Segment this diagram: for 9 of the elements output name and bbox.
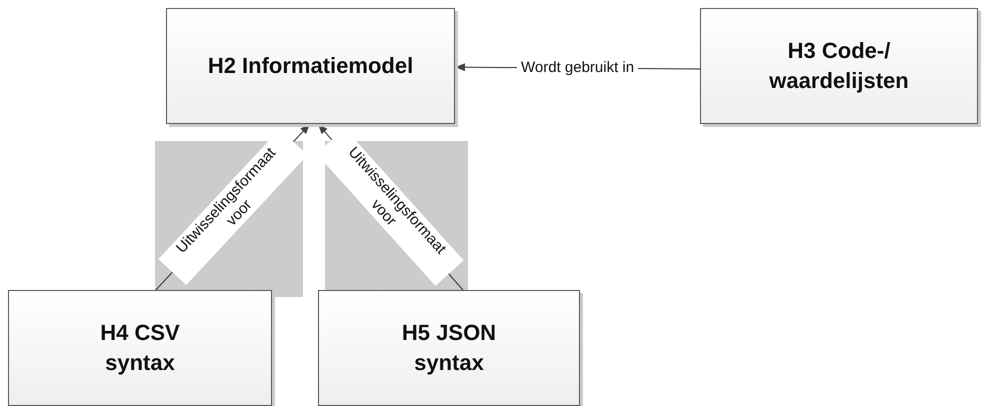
edge-label: Wordt gebruikt in — [517, 58, 638, 78]
process-box — [700, 8, 978, 124]
process-box — [166, 8, 455, 124]
box-title: H5 JSON syntax — [400, 319, 498, 377]
box-title: H2 Informatiemodel — [208, 52, 414, 80]
process-box — [318, 290, 580, 406]
box-title: H3 Code-/ waardelijsten — [768, 37, 910, 95]
box-title: H4 CSV syntax — [99, 319, 181, 377]
process-box — [8, 290, 272, 406]
